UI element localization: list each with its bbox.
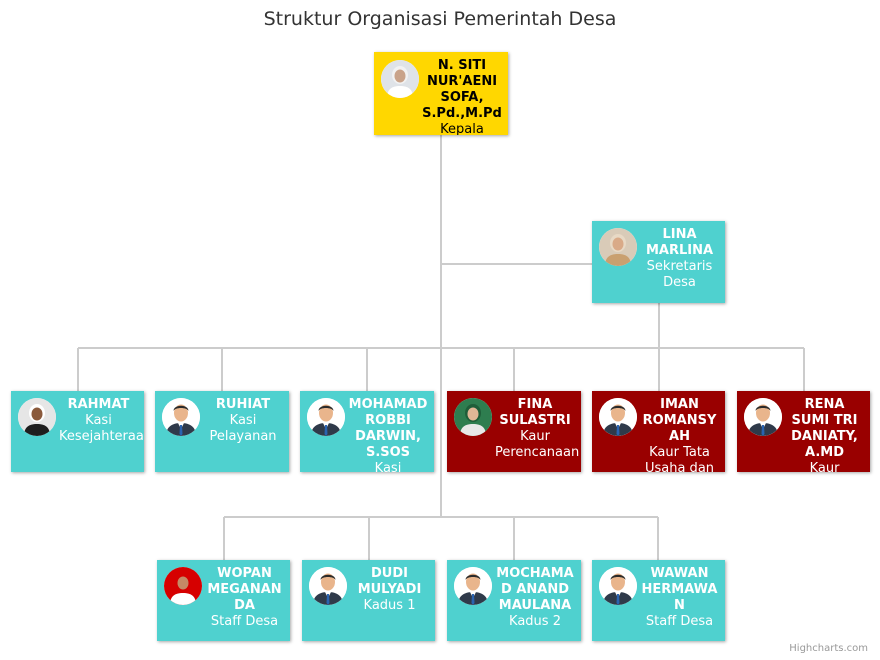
person-name: MOCHAMAD ANAND MAULANA xyxy=(496,566,574,613)
person-title: Kasi Pelayanan xyxy=(209,413,277,444)
user-icon xyxy=(309,567,347,605)
user-icon xyxy=(599,567,637,605)
person-title: Kadus 1 xyxy=(363,598,416,613)
user-icon xyxy=(744,398,782,436)
person-name: LINA MARLINA xyxy=(645,227,714,258)
person-name: N. SITI NUR'AENI SOFA, S.Pd.,M.Pd xyxy=(422,58,502,121)
profile-photo xyxy=(454,398,492,436)
user-icon xyxy=(162,398,200,436)
person-title: Kasi Pemerintahan xyxy=(374,461,402,472)
person-title: Kasi Kesejahteraan xyxy=(59,413,144,444)
person-title: Kepala Desa xyxy=(440,122,484,135)
user-icon xyxy=(599,398,637,436)
person-title: Sekretaris Desa xyxy=(646,259,713,290)
person-name: RENA SUMI TRI DANIATY, A.MD xyxy=(791,397,858,460)
user-icon xyxy=(454,567,492,605)
person-title: Kaur Keuangan xyxy=(809,461,840,472)
profile-photo xyxy=(599,228,637,266)
person-title: Kadus 2 xyxy=(509,614,561,629)
chart-title: Struktur Organisasi Pemerintah Desa xyxy=(263,8,617,30)
profile-photo xyxy=(18,398,56,436)
person-name: DUDI MULYADI xyxy=(357,566,422,597)
person-name: RUHIAT xyxy=(215,397,271,412)
person-title: Kaur Perencanaan xyxy=(495,429,580,460)
person-name: FINA SULASTRI xyxy=(499,397,571,428)
person-name: MOHAMAD ROBBI DARWIN, S.SOS xyxy=(348,397,428,460)
person-name: IMAN ROMANSYAH xyxy=(642,397,717,444)
person-name: WOPAN MEGANANDA xyxy=(207,566,282,613)
person-name: WAWAN HERMAWAN xyxy=(641,566,718,613)
person-title: Staff Desa xyxy=(645,614,714,629)
person-title: Kaur Tata Usaha dan Umum xyxy=(644,445,715,472)
credits-link[interactable]: Highcharts.com xyxy=(789,643,868,654)
user-icon xyxy=(307,398,345,436)
person-title: Staff Desa xyxy=(210,614,279,629)
profile-photo xyxy=(381,60,419,98)
person-name: RAHMAT xyxy=(67,397,130,412)
profile-photo xyxy=(164,567,202,605)
